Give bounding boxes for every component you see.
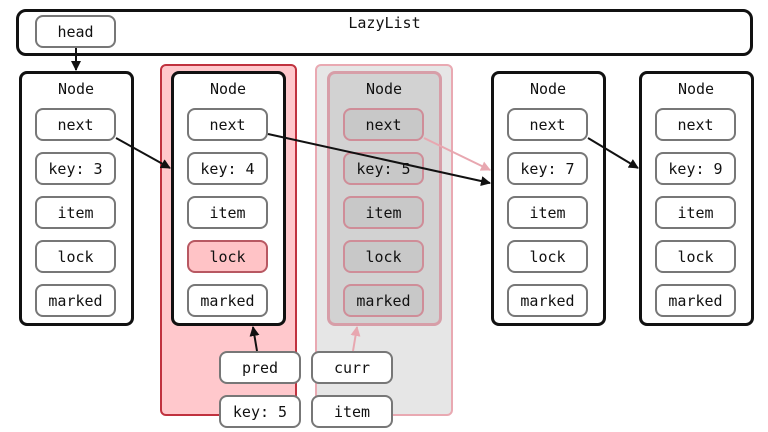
lock-field: lock [35, 240, 116, 273]
lazylist-title: LazyList [348, 14, 421, 32]
curr-variable: curr [311, 351, 393, 384]
key-variable: key: 5 [219, 395, 301, 428]
next-arrow-5-to-7-removed [423, 137, 491, 171]
lock-field: lock [655, 240, 736, 273]
head-field: head [35, 15, 116, 48]
node-title: Node [57, 80, 95, 98]
next-arrow-7-to-9 [587, 137, 639, 169]
item-variable: item [311, 395, 393, 428]
node-title: Node [365, 80, 403, 98]
marked-field: marked [187, 284, 268, 317]
pred-arrow [249, 326, 260, 352]
next-field: next [343, 108, 424, 141]
marked-field: marked [507, 284, 588, 317]
key-field: key: 9 [655, 152, 736, 185]
lock-field-locked: lock [187, 240, 268, 273]
key-field: key: 3 [35, 152, 116, 185]
lazylist-frame [16, 9, 753, 56]
node-title: Node [209, 80, 247, 98]
next-field: next [655, 108, 736, 141]
marked-field: marked [343, 284, 424, 317]
next-arrow-3-to-4 [115, 137, 171, 169]
key-field: key: 4 [187, 152, 268, 185]
node-title: Node [529, 80, 567, 98]
next-arrow-4-to-7 [267, 133, 491, 186]
next-field: next [35, 108, 116, 141]
marked-field: marked [655, 284, 736, 317]
next-field: next [187, 108, 268, 141]
item-field: item [507, 196, 588, 229]
item-field: item [655, 196, 736, 229]
item-field: item [343, 196, 424, 229]
lock-field: lock [507, 240, 588, 273]
next-field: next [507, 108, 588, 141]
node-title: Node [677, 80, 715, 98]
item-field: item [35, 196, 116, 229]
curr-arrow [350, 326, 361, 352]
marked-field: marked [35, 284, 116, 317]
lock-field: lock [343, 240, 424, 273]
pred-variable: pred [219, 351, 301, 384]
item-field: item [187, 196, 268, 229]
key-field: key: 7 [507, 152, 588, 185]
